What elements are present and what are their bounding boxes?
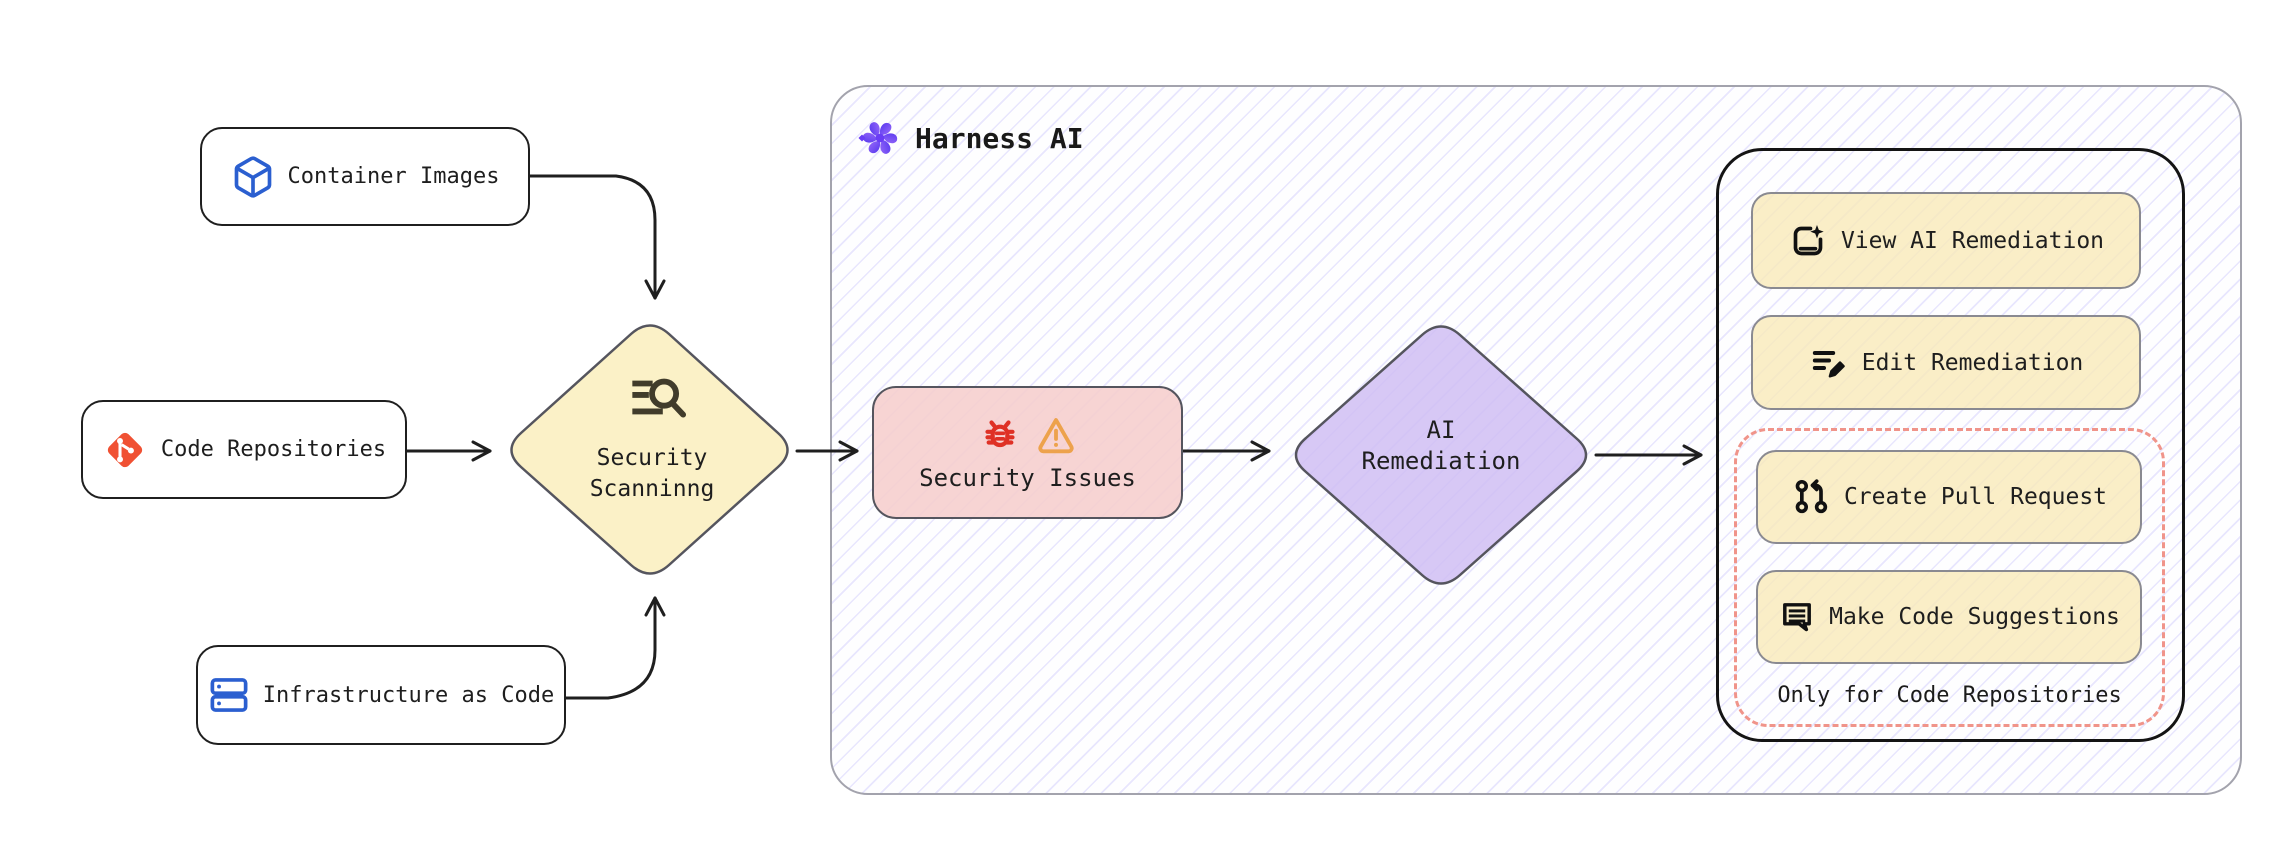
git-icon [102,427,148,473]
security-issues-icons [980,414,1076,454]
cube-icon [231,155,275,199]
search-list-icon [626,372,692,428]
node-label: Code Repositories [160,437,387,462]
remediation-actions-container: View AI Remediation Edit Remediation [1716,148,2185,742]
view-ai-remediation-item: View AI Remediation [1751,192,2141,289]
ai-remediation-diamond [1294,325,1588,585]
harness-ai-header: Harness AI [856,114,1084,162]
ai-document-icon [1788,221,1828,261]
security-scanning-diamond [510,324,789,575]
edit-remediation-item: Edit Remediation [1751,315,2141,410]
node-container-images: Container Images [200,127,530,226]
harness-ai-title: Harness AI [915,121,1084,155]
node-infrastructure-as-code: Infrastructure as Code [196,645,566,745]
action-label: View AI Remediation [1840,227,2105,254]
server-stack-icon [208,674,250,716]
create-pull-request-item: Create Pull Request [1756,450,2142,544]
code-comment-icon [1778,598,1816,636]
arrow-infrastructure-to-scanning [564,596,666,700]
security-issues-label: Security Issues [919,463,1136,492]
bug-icon [980,414,1020,454]
action-label: Make Code Suggestions [1829,604,2120,630]
edit-list-icon [1809,343,1849,383]
code-repositories-only-note: Only for Code Repositories [1777,683,2122,708]
node-code-repositories: Code Repositories [81,400,407,499]
harness-ai-logo [856,114,904,162]
node-label: Infrastructure as Code [262,682,555,708]
node-security-issues: Security Issues [872,386,1183,519]
action-label: Create Pull Request [1843,484,2108,510]
security-scanning-label: Security Scanninng [589,445,715,502]
node-label: Container Images [287,164,500,189]
make-code-suggestions-item: Make Code Suggestions [1756,570,2142,664]
action-label: Edit Remediation [1861,349,2084,376]
arrow-container-images-to-scanning [528,174,666,300]
code-repositories-only-group: Create Pull Request Make Code Suggestion… [1734,428,2165,727]
pull-request-icon [1791,477,1831,517]
ai-remediation-label: AI Remediation [1361,416,1521,475]
warning-icon [1036,414,1076,454]
